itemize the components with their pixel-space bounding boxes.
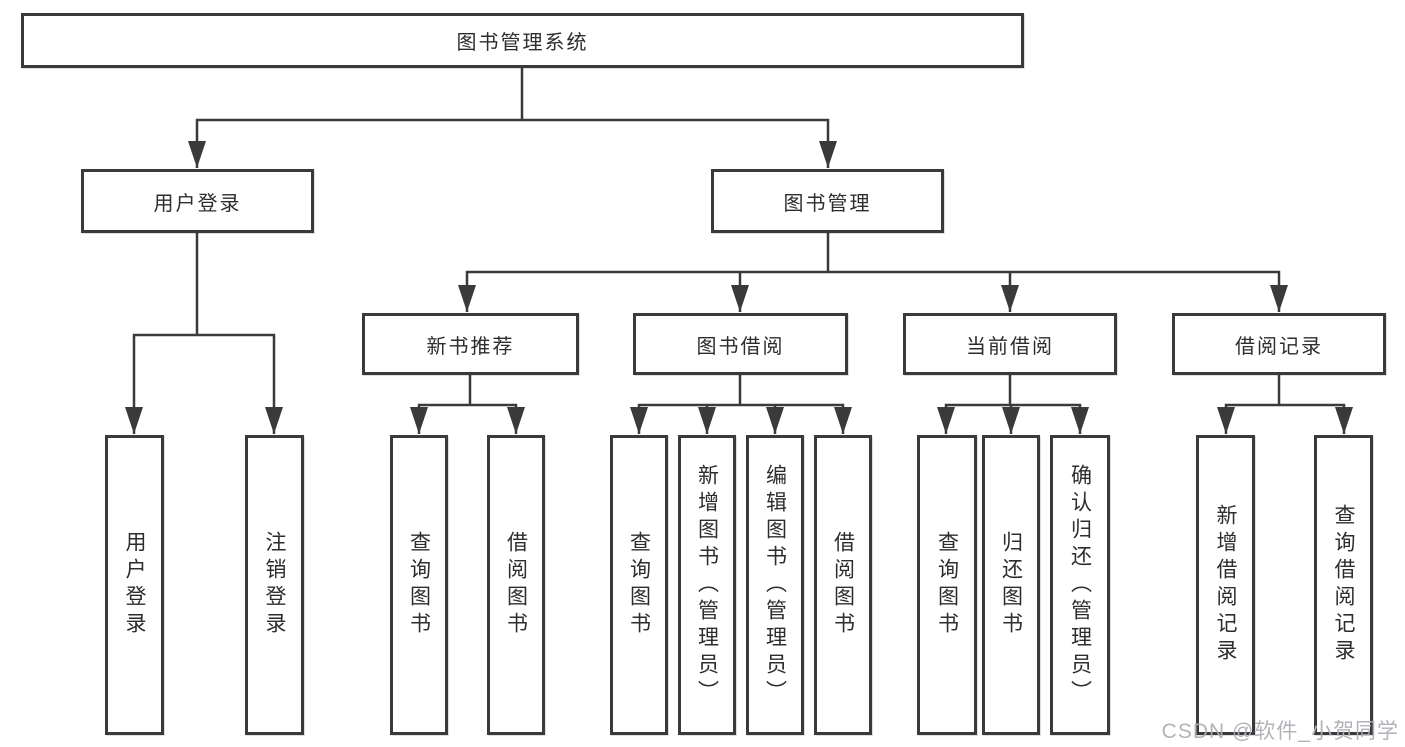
leaf-query-borrow-record: 查询借阅记录 — [1314, 435, 1373, 735]
leaf-borrow-book-recommend: 借阅图书 — [487, 435, 545, 735]
leaf-add-book-admin: 新增图书（管理员） — [678, 435, 736, 735]
node-new-book-recommend: 新书推荐 — [362, 313, 579, 375]
leaf-borrow-book: 借阅图书 — [814, 435, 872, 735]
leaf-user-login: 用户登录 — [105, 435, 164, 735]
node-book-borrow: 图书借阅 — [633, 313, 848, 375]
leaf-query-book-borrow: 查询图书 — [610, 435, 668, 735]
node-book-management: 图书管理 — [711, 169, 944, 233]
node-user-login: 用户登录 — [81, 169, 314, 233]
leaf-query-book-current: 查询图书 — [917, 435, 977, 735]
leaf-return-book: 归还图书 — [982, 435, 1040, 735]
csdn-watermark: CSDN @软件_小贺同学 — [1161, 720, 1399, 743]
node-current-borrow: 当前借阅 — [903, 313, 1117, 375]
leaf-edit-book-admin: 编辑图书（管理员） — [746, 435, 804, 735]
leaf-query-book-recommend: 查询图书 — [390, 435, 448, 735]
node-borrow-record: 借阅记录 — [1172, 313, 1386, 375]
node-library-system: 图书管理系统 — [21, 13, 1024, 68]
leaf-confirm-return-admin: 确认归还（管理员） — [1050, 435, 1110, 735]
leaf-logout: 注销登录 — [245, 435, 304, 735]
leaf-add-borrow-record: 新增借阅记录 — [1196, 435, 1255, 735]
